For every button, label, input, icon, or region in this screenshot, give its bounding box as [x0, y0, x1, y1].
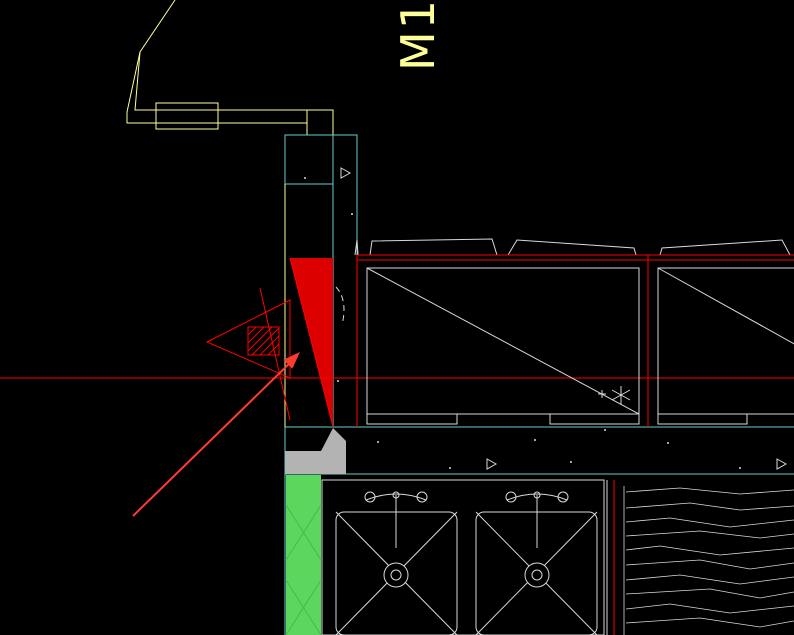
wood-grain-panel [623, 486, 794, 635]
section-marker [205, 287, 291, 421]
yellow-pipe-route [126, 0, 334, 135]
sink-left [335, 491, 458, 635]
cabinet-red-frame [356, 254, 794, 427]
fan-symbol [598, 386, 631, 404]
lower-cabinet [321, 479, 608, 635]
annotation-arrow [132, 351, 301, 517]
triangle-markers [340, 167, 788, 470]
upper-cabinets [354, 238, 794, 425]
swing-arc [335, 286, 345, 326]
wall-section [284, 134, 794, 635]
grey-sill [285, 428, 346, 474]
red-wedge-edge [289, 257, 334, 428]
green-column [286, 475, 321, 635]
sink-right [475, 491, 598, 635]
green-column-hatch [285, 504, 322, 635]
dots [304, 177, 741, 469]
